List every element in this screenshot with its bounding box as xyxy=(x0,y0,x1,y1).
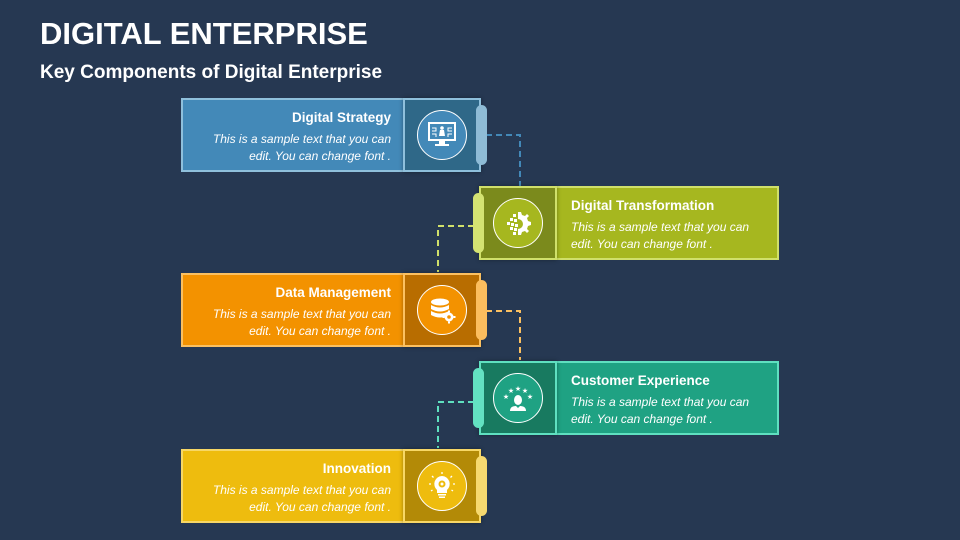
monitor-strategy-icon xyxy=(417,110,467,160)
card-description: This is a sample text that you can edit.… xyxy=(571,395,750,426)
customer-stars-icon: ★ ★ ★ ★ ★ xyxy=(493,373,543,423)
card-title: Customer Experience xyxy=(571,373,710,388)
icon-box xyxy=(403,449,481,523)
card-title: Digital Strategy xyxy=(291,110,391,125)
page-subtitle: Key Components of Digital Enterprise xyxy=(40,62,383,83)
card-title: Digital Transformation xyxy=(571,198,715,213)
connector-tab xyxy=(476,105,487,165)
card-description: This is a sample text that you can edit.… xyxy=(212,483,391,514)
icon-box xyxy=(403,98,481,172)
card-innovation: Innovation This is a sample text that yo… xyxy=(181,449,487,523)
svg-text:★: ★ xyxy=(527,393,533,401)
card-customer-experience: Customer Experience This is a sample tex… xyxy=(473,361,779,435)
connector-tab xyxy=(473,368,484,428)
svg-text:★: ★ xyxy=(515,385,521,393)
connector-tab xyxy=(476,456,487,516)
icon-box: ★ ★ ★ ★ ★ xyxy=(479,361,557,435)
svg-text:★: ★ xyxy=(508,387,514,395)
card-data-management: Data Management This is a sample text th… xyxy=(181,273,487,347)
svg-text:★: ★ xyxy=(522,387,528,395)
connector-strategy-transformation xyxy=(486,134,521,186)
database-gear-icon xyxy=(417,285,467,335)
lightbulb-gear-icon xyxy=(417,461,467,511)
card-digital-strategy: Digital Strategy This is a sample text t… xyxy=(181,98,487,172)
connector-tab xyxy=(473,193,484,253)
card-title: Data Management xyxy=(275,285,391,300)
card-digital-transformation: Digital Transformation This is a sample … xyxy=(473,186,779,260)
connector-tab xyxy=(476,280,487,340)
page-title: DIGITAL ENTERPRISE xyxy=(40,16,368,51)
icon-box xyxy=(403,273,481,347)
svg-text:★: ★ xyxy=(503,393,509,401)
icon-box xyxy=(479,186,557,260)
card-description: This is a sample text that you can edit.… xyxy=(212,132,391,163)
card-title: Innovation xyxy=(322,461,391,476)
card-description: This is a sample text that you can edit.… xyxy=(212,307,391,338)
connector-customer-innovation xyxy=(437,401,474,448)
connector-transformation-data xyxy=(437,225,474,272)
connector-data-customer xyxy=(486,310,521,360)
card-description: This is a sample text that you can edit.… xyxy=(571,220,750,251)
pixel-gear-icon xyxy=(493,198,543,248)
